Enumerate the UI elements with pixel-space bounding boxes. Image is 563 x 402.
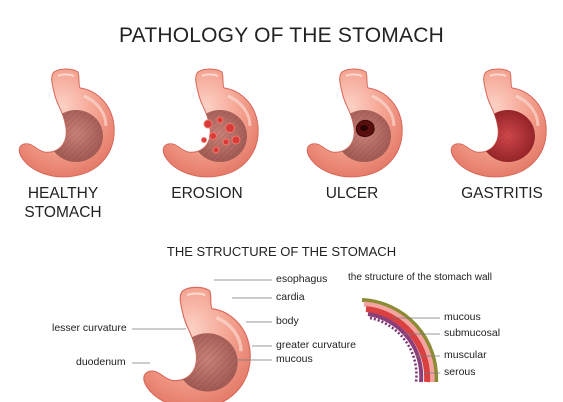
label-esophagus: esophagus <box>276 273 328 285</box>
label-lesser-curvature: lesser curvature <box>52 322 127 334</box>
label-cardia: cardia <box>276 291 305 303</box>
label-wall-mucous: mucous <box>444 311 481 323</box>
stomach-structure-illustration <box>142 285 252 402</box>
structure-section-title: THE STRUCTURE OF THE STOMACH <box>166 244 397 259</box>
label-wall-submucosal: submucosal <box>444 327 501 339</box>
stomach-wall-diagram <box>361 298 439 383</box>
label-gastritis: GASTRITIS <box>461 185 543 202</box>
label-healthy-stomach: HEALTHY STOMACH <box>24 185 102 221</box>
wall-leader-lines <box>392 317 440 374</box>
label-mucous: mucous <box>276 353 313 365</box>
label-wall-muscular: muscular <box>444 349 487 361</box>
label-erosion: EROSION <box>171 185 243 202</box>
stomach-erosion-illustration <box>161 67 260 179</box>
structure-leader-lines <box>132 279 272 364</box>
stomach-gastritis-illustration <box>449 67 548 179</box>
wall-section-title: the structure of the stomach wall <box>348 272 492 283</box>
label-wall-serous: serous <box>444 366 476 378</box>
label-duodenum: duodenum <box>76 356 126 368</box>
label-ulcer: ULCER <box>325 185 379 202</box>
page-title: PATHOLOGY OF THE STOMACH <box>119 24 444 47</box>
stomach-healthy-illustration <box>17 67 116 179</box>
label-greater-curvature: greater curvature <box>276 339 356 351</box>
stomach-ulcer-illustration <box>305 67 404 179</box>
label-body: body <box>276 315 299 327</box>
erosion-spots <box>201 116 241 154</box>
